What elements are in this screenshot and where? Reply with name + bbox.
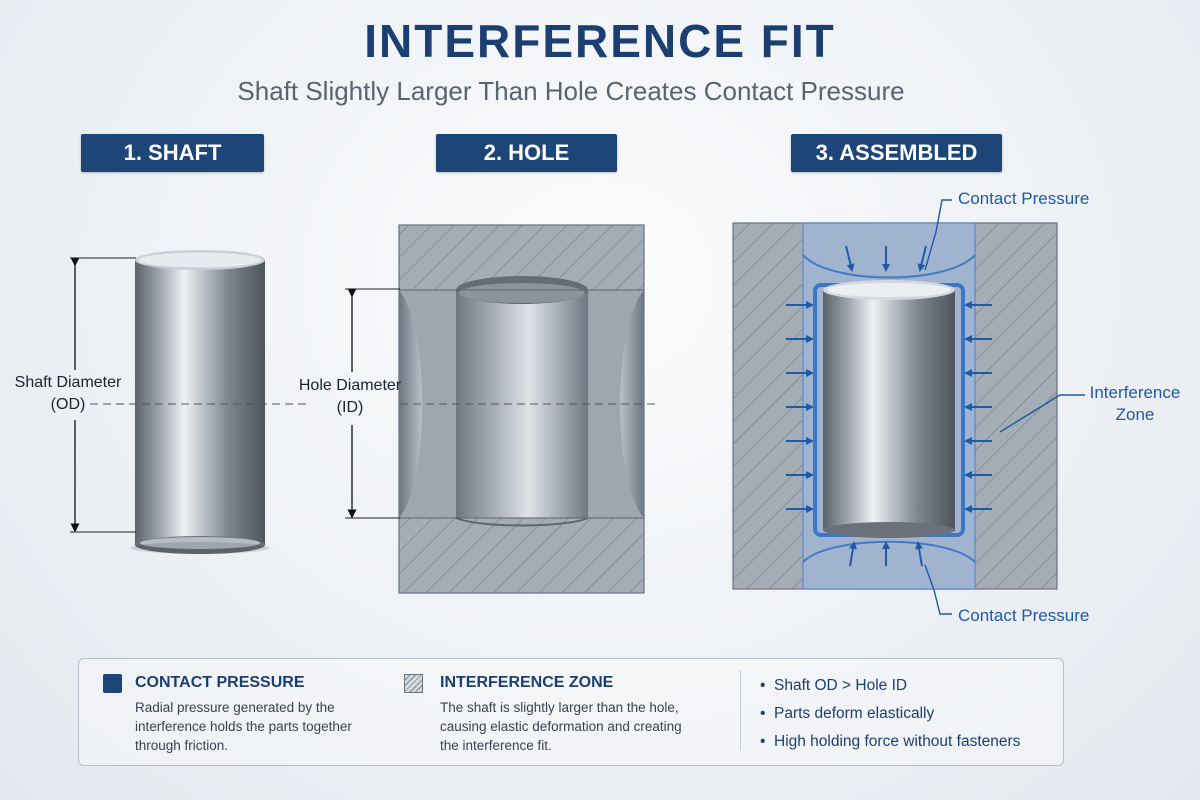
shaft-od-text: (OD) [50,396,86,413]
legend-divider [740,670,741,750]
contact-pressure-arrows [786,245,992,567]
bullet-icon: • [760,677,766,694]
legend-interference-title: INTERFERENCE ZONE [440,674,614,691]
page-title: INTERFERENCE FIT [364,15,836,67]
bullet-icon: • [760,733,766,750]
contact-pressure-top-label: Contact Pressure [958,189,1090,208]
legend-panel [78,658,1064,766]
legend-interference-desc-line: causing elastic deformation and creating [440,719,682,734]
callout-leaders [924,199,1085,615]
interference-zone-swatch [404,674,423,693]
step-badge-shaft: 1. SHAFT [81,134,264,172]
legend-contact-title: CONTACT PRESSURE [135,674,305,691]
key-point-text: Shaft OD > Hole ID [774,677,908,694]
key-point-text: High holding force without fasteners [774,733,1021,750]
legend-contact-desc: Radial pressure generated by the interfe… [135,698,395,755]
shaft-dimension [70,257,308,533]
key-point-item: • Shaft OD > Hole ID [760,672,1020,700]
legend-contact-desc-line: Radial pressure generated by the [135,700,335,715]
key-point-item: • Parts deform elastically [760,700,1020,728]
legend-contact-desc-line: interference holds the parts together [135,719,352,734]
legend-interference-desc: The shaft is slightly larger than the ho… [440,698,730,755]
bullet-icon: • [760,705,766,722]
key-points-list: • Shaft OD > Hole ID • Parts deform elasti… [760,672,1020,756]
key-point-text: Parts deform elastically [774,705,935,722]
hole-dimension [345,288,660,519]
legend-interference-desc-line: The shaft is slightly larger than the ho… [440,700,679,715]
contact-pressure-swatch [103,674,122,693]
legend-contact-desc-line: through friction. [135,738,229,753]
hole-id-text: (ID) [336,399,364,416]
step-badge-hole: 2. HOLE [436,134,617,172]
page-subtitle: Shaft Slightly Larger Than Hole Creates … [237,76,905,106]
interference-zone-text-2: Zone [1115,405,1155,424]
step-badge-assembled: 3. ASSEMBLED [791,134,1002,172]
shaft-figure [130,250,270,554]
interference-zone-text-1: Interference [1089,383,1181,402]
hole-block [398,224,645,594]
key-point-item: • High holding force without fasteners [760,728,1020,756]
hole-diameter-label: Hole Diameter (ID) [290,375,410,419]
interference-zone-label: Interference Zone [1080,382,1190,426]
shaft-diameter-label: Shaft Diameter (OD) [8,372,128,416]
hole-diameter-text: Hole Diameter [298,377,402,394]
assembled-block [732,222,1058,590]
contact-pressure-bottom-label: Contact Pressure [958,606,1090,625]
shaft-diameter-text: Shaft Diameter [14,374,122,391]
legend-interference-desc-line: the interference fit. [440,738,552,753]
